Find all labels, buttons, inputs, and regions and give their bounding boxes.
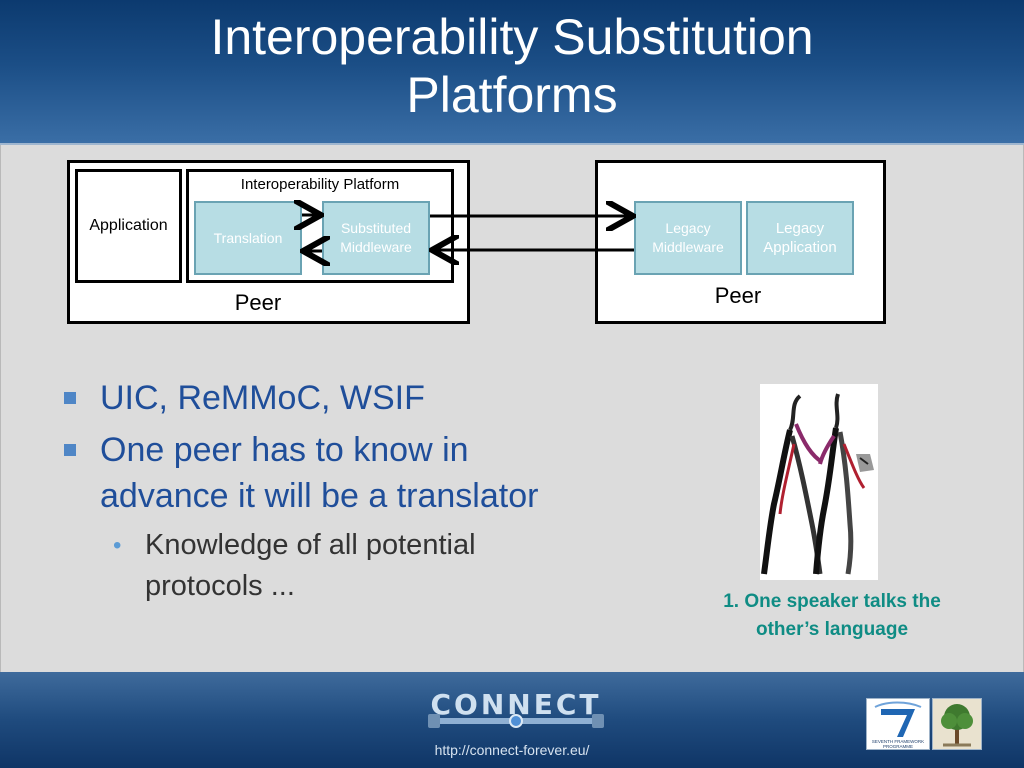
slide-title: Interoperability Substitution Platforms [0, 8, 1024, 124]
bullet-square-icon [64, 392, 76, 404]
two-speakers-illustration [760, 384, 878, 580]
diagram-arrows [0, 0, 1024, 340]
application-box [75, 169, 182, 283]
slide-title-line2: Platforms [406, 67, 618, 123]
bullet-text: UIC, ReMMoC, WSIF [100, 379, 425, 417]
tree-logo [932, 698, 982, 750]
legacy-middleware-label: Legacy Middleware [652, 220, 724, 255]
fp7-logo-text-line1: SEVENTH FRAMEWORK [872, 739, 924, 744]
footer-url: http://connect-forever.eu/ [434, 742, 590, 758]
slide-title-line1: Interoperability Substitution [210, 9, 814, 65]
connect-logo-bar-icon [428, 714, 604, 728]
sub-bullet-text-line1: Knowledge of all potential [145, 529, 476, 561]
translation-label: Translation [213, 229, 283, 246]
legacy-application-label: Legacy Application [763, 220, 837, 256]
figure-caption-line1: 1. One speaker talks the [723, 591, 941, 612]
architecture-diagram: Application Interoperability Platform Tr… [0, 0, 1024, 340]
connect-logo: CONNECT [428, 688, 604, 738]
fp7-logo-text-line2: PROGRAMME [883, 744, 913, 749]
interoperability-platform-label: Interoperability Platform [240, 176, 400, 193]
bullet-item: One peer has to know in advance it will … [60, 427, 680, 519]
left-peer-label: Peer [234, 290, 282, 315]
translation-box: Translation [194, 201, 302, 275]
bullet-square-icon [64, 444, 76, 456]
figure-caption-line2: other’s language [755, 619, 909, 640]
right-peer-label: Peer [714, 283, 762, 308]
sub-bullet-text-line2: protocols ... [145, 570, 295, 602]
application-label: Application [89, 217, 168, 234]
substituted-middleware-label: Substituted Middleware [340, 220, 412, 255]
fp7-logo: SEVENTH FRAMEWORK PROGRAMME [866, 698, 930, 750]
bullet-item: UIC, ReMMoC, WSIF [60, 375, 680, 421]
bullet-text-line1: One peer has to know in [100, 431, 469, 469]
figure-caption: 1. One speaker talks the other’s languag… [690, 588, 974, 644]
bullet-list: UIC, ReMMoC, WSIF One peer has to know i… [60, 375, 680, 607]
legacy-middleware-box: Legacy Middleware [634, 201, 742, 275]
bullet-text-line2: advance it will be a translator [100, 477, 539, 515]
slide-header: Interoperability Substitution Platforms [0, 0, 1024, 145]
legacy-application-box: Legacy Application [746, 201, 854, 275]
sub-bullet-dot-icon: • [113, 532, 122, 559]
sub-bullet-item: • Knowledge of all potential protocols .… [60, 525, 680, 607]
